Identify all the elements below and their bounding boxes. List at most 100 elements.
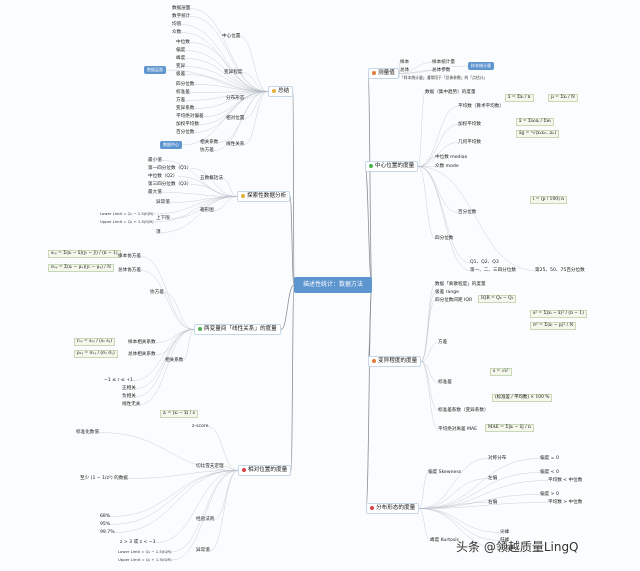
overview-item[interactable]: 变异系数 [176,106,195,111]
relative-item[interactable]: 至少 (1 − 1/z²) 的数据 [80,476,128,481]
shape-item[interactable]: 偏度 < 0 [540,470,559,475]
branch-variability[interactable]: 变异程度的度量 [368,356,422,367]
central-mode[interactable]: 众数 mode [435,164,459,169]
association-cov[interactable]: 协方差 [150,290,164,295]
overview-item[interactable]: 偏度 [176,48,186,53]
relative-item[interactable]: 68% [100,514,111,519]
connector-line [153,196,238,223]
central-title[interactable]: 数据（集中趋势）的度量 [425,90,476,95]
relative-cheb[interactable]: 切比雪夫定理 [196,464,224,469]
shape-item[interactable]: 对称分布 [488,456,507,461]
shape-item[interactable]: 平均数 < 中位数 [548,478,583,483]
association-item[interactable]: 总体相关系数 [128,352,156,357]
relative-emp[interactable]: 经验法则 [196,517,215,522]
shape-kurt[interactable]: 峰度 Kurtosis [430,538,459,543]
branch-explore[interactable]: 探索性数据分析 [237,191,291,202]
shape-item[interactable]: 低峰 [500,538,510,543]
relative-item[interactable]: 标准化数值 [76,430,99,435]
branch-overview[interactable]: 总结 [268,86,294,97]
relative-item[interactable]: 99.7% [100,530,115,535]
central-geometric[interactable]: 几何平均数 [458,140,481,145]
explore-item[interactable]: 第一四分位数（Q1） [148,166,192,171]
shape-item[interactable]: 尖峰 [500,530,510,535]
explore-item[interactable]: 第三四分位数（Q3） [148,182,192,187]
overview-item[interactable]: 中位数 [176,40,190,45]
overview-item[interactable]: 四分位数 [176,82,195,87]
branch-measure[interactable]: 测量值 [368,68,399,79]
variability-cv[interactable]: 标准差系数（变异系数） [438,408,489,413]
shape-item[interactable]: 左偏 [488,476,498,481]
overview-item[interactable]: 峰度 [176,56,186,61]
shape-item[interactable]: 正态峰 [500,546,514,551]
shape-item[interactable]: 平均数 > 中位数 [548,500,583,505]
branch-association[interactable]: 两变量间「线性关系」的度量 [194,324,281,335]
association-item[interactable]: 样本相关系数 [128,340,156,345]
mindmap-root[interactable]: 描述性统计：数据方法 [294,277,372,293]
variability-variance[interactable]: 方差 [438,340,448,345]
explore-five[interactable]: 五数概括法 [200,176,223,181]
overview-item[interactable]: 均值 [172,22,182,27]
connector-line [417,166,471,271]
variability-mad[interactable]: 平均绝对离差 MAE [438,427,478,432]
overview-group[interactable]: 变异程度 [224,70,243,75]
overview-tag-chart[interactable]: 数据层面 [144,66,166,74]
explore-item[interactable]: 中位数（Q2） [148,174,178,179]
association-item[interactable]: 线性无关 [122,402,141,407]
connector-line [132,329,195,381]
measure-item[interactable]: 总体 [400,68,410,73]
overview-item[interactable]: 数据层面 [172,6,191,11]
overview-group[interactable]: 线性关系 [226,142,245,147]
branch-central[interactable]: 中心位置的度量 [365,161,419,172]
explore-item[interactable]: 上下限 [156,216,170,221]
measure-item[interactable]: 样本统计量 [432,60,455,65]
measure-tag[interactable]: 样本统计量 [468,62,494,70]
measure-item[interactable]: 总体参数 [432,68,451,73]
relative-item[interactable]: z > 3 或 z < −3 [120,540,156,545]
shape-skew[interactable]: 偏度 Skewness [428,470,462,475]
central-percentile[interactable]: 百分位数 [458,210,477,215]
branch-relative[interactable]: 相对位置的度量 [238,465,292,476]
branch-shape[interactable]: 分布形态的度量 [366,503,420,514]
overview-item[interactable]: 加权平均数 [176,122,199,127]
association-corr[interactable]: 相关系数 [165,358,184,363]
overview-group[interactable]: 中心位置 [222,34,241,39]
overview-item[interactable]: 方差 [176,98,186,103]
shape-item[interactable]: 偏度 > 0 [540,492,559,497]
overview-group[interactable]: 相对位置 [226,116,245,121]
overview-item[interactable]: 相关系数 [200,140,219,145]
variability-title[interactable]: 数据「离散程度」的度量 [435,282,486,287]
explore-item[interactable]: 最大值 [148,190,162,195]
variability-iqr[interactable]: 四分位数间距 IQR [435,298,473,303]
central-quartile[interactable]: 四分位数 [435,236,454,241]
overview-item[interactable]: 数字统计 [172,14,191,19]
association-item[interactable]: 总体协方差 [118,268,141,273]
shape-item[interactable]: 偏度 = 0 [540,456,559,461]
overview-item[interactable]: 标准差 [176,90,190,95]
overview-group[interactable]: 分布形态 [226,96,245,101]
overview-item[interactable]: 众数 [172,30,182,35]
overview-item[interactable]: 协方差 [200,148,214,153]
explore-item[interactable]: 异常值 [156,200,170,205]
central-mean[interactable]: 平均数（算术平均数） [458,104,504,109]
explore-box[interactable]: 箱形图 [200,208,214,213]
overview-item[interactable]: 变异 [176,64,186,69]
association-item[interactable]: 样本协方差 [118,254,141,259]
branch-marker-icon [241,193,245,198]
overview-item[interactable]: 极差 [176,72,186,77]
variability-range[interactable]: 极差 range [435,290,460,295]
explore-item[interactable]: 最小值 [148,158,162,163]
shape-item[interactable]: 右偏 [488,500,498,505]
association-item[interactable]: 负相关 [122,394,136,399]
overview-item[interactable]: 平均绝对偏差 [176,114,204,119]
variability-sd[interactable]: 标准差 [438,380,452,385]
relative-outlier[interactable]: 异常值 [196,548,210,553]
central-median[interactable]: 中位数 median [435,155,468,160]
overview-tag-table[interactable]: 数据中心 [160,141,182,149]
association-item[interactable]: 正相关 [122,386,136,391]
measure-item[interactable]: 样本 [400,60,410,65]
relative-item[interactable]: 95% [100,522,111,527]
relative-z[interactable]: z-score [192,424,209,429]
central-weighted[interactable]: 加权平均数 [458,122,481,127]
overview-item[interactable]: 百分位数 [176,130,195,135]
explore-item[interactable]: 须 [156,230,161,235]
